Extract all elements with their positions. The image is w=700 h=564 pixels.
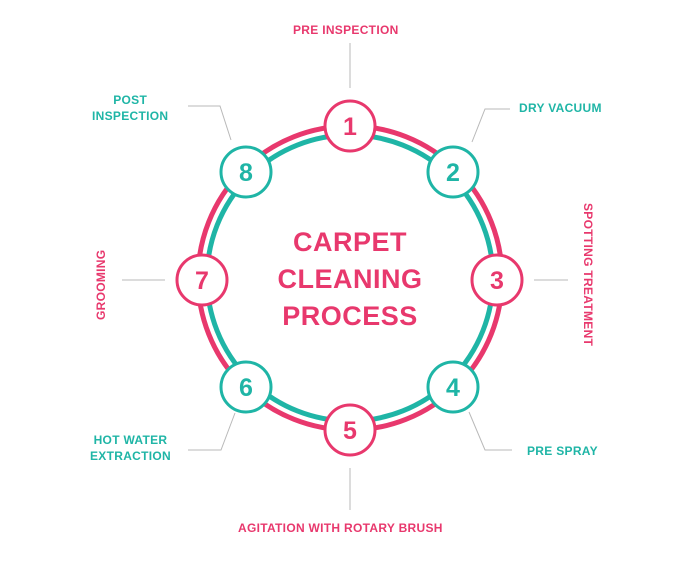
step-2-node	[426, 145, 480, 199]
step-4-node	[426, 360, 480, 414]
connector-step-8	[188, 105, 232, 141]
step-8-label-line-1: POST	[113, 93, 148, 107]
step-7-label: GROOMING	[94, 249, 108, 320]
step-7-number: 7	[195, 267, 209, 295]
connector-step-6	[188, 412, 236, 451]
step-8-label-line-2: INSPECTION	[92, 109, 169, 123]
step-4-label: PRE SPRAY	[527, 444, 598, 458]
step-6-label-line-2: EXTRACTION	[90, 449, 171, 463]
step-5-node	[323, 403, 377, 457]
step-3-number: 3	[490, 267, 504, 295]
step-1-label: PRE INSPECTION	[293, 23, 399, 37]
step-5-number: 5	[343, 417, 357, 445]
step-6-label-line-1: HOT WATER	[93, 433, 168, 447]
step-1-number: 1	[343, 113, 357, 141]
step-2-label: DRY VACUUM	[519, 101, 602, 115]
step-2-number: 2	[446, 159, 460, 187]
step-6-number: 6	[239, 374, 253, 402]
center-title-line-2: CLEANING	[277, 264, 423, 294]
step-7-node	[175, 253, 229, 307]
connector-step-4	[468, 411, 512, 451]
center-title-line-3: PROCESS	[282, 301, 418, 331]
step-8-node	[219, 145, 273, 199]
center-title-line-1: CARPET	[292, 227, 407, 257]
step-8-label: POST INSPECTION	[92, 92, 168, 124]
step-6-node	[219, 360, 273, 414]
step-3-node	[470, 253, 524, 307]
step-1-node	[323, 99, 377, 153]
step-4-number: 4	[446, 374, 460, 402]
step-8-number: 8	[239, 159, 253, 187]
connector-step-2	[471, 108, 510, 143]
step-5-label: AGITATION WITH ROTARY BRUSH	[238, 521, 443, 535]
step-6-label: HOT WATER EXTRACTION	[90, 432, 171, 464]
step-3-label: SPOTTING TREATMENT	[581, 203, 595, 347]
center-title: CARPET CLEANING PROCESS	[250, 224, 450, 335]
